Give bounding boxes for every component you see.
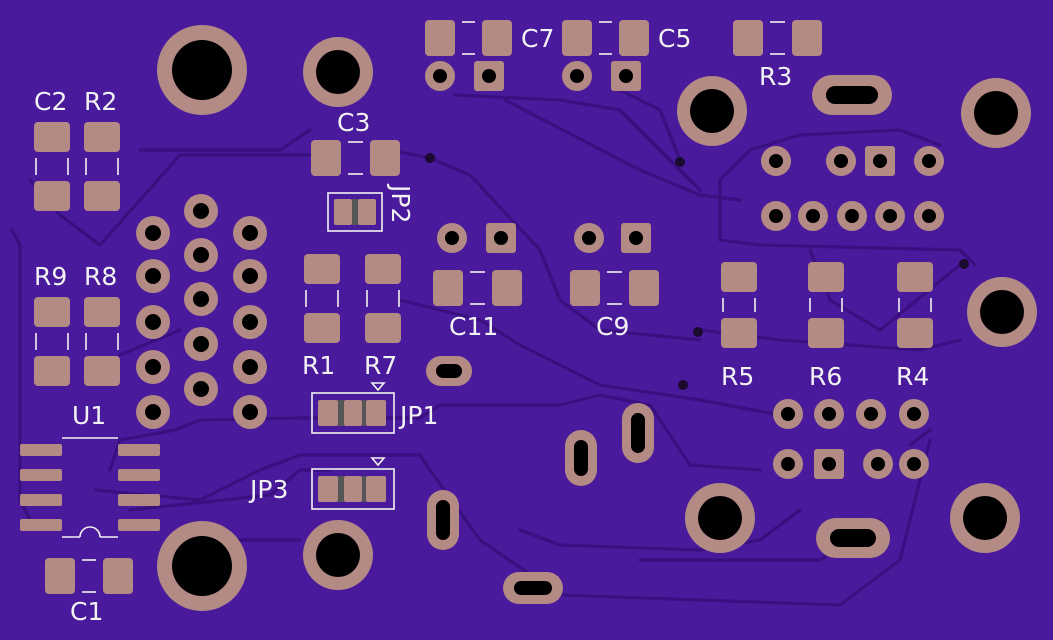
label-jp1: JP1 [398, 401, 438, 430]
label-jp2: JP2 [386, 183, 415, 223]
smd-pads [20, 20, 933, 594]
solder-jumper-jp2 [327, 192, 383, 232]
label-r7: R7 [364, 351, 397, 380]
label-r2: R2 [84, 87, 117, 116]
label-r9: R9 [34, 262, 67, 291]
mounting-holes [157, 25, 1037, 611]
label-c5: C5 [658, 24, 691, 53]
label-c1: C1 [70, 597, 103, 626]
reference-labels: C2 R2 C3 JP2 C7 C5 R3 R9 R8 R1 R7 C11 C9… [34, 24, 929, 626]
label-c3: C3 [337, 108, 370, 137]
label-r1: R1 [302, 351, 335, 380]
label-r4: R4 [896, 362, 929, 391]
label-u1: U1 [72, 401, 106, 430]
label-jp3: JP3 [248, 475, 288, 504]
silkscreen-outlines [35, 21, 932, 593]
header-connector-top-right [761, 146, 944, 231]
label-r3: R3 [759, 62, 792, 91]
solder-jumper-jp3 [311, 457, 395, 510]
label-r6: R6 [809, 362, 842, 391]
slot-pads [426, 75, 892, 604]
header-connector-left [136, 194, 267, 429]
label-c9: C9 [596, 312, 629, 341]
label-c2: C2 [34, 87, 67, 116]
label-c7: C7 [521, 24, 554, 53]
solder-jumper-jp1 [311, 382, 395, 434]
capacitor-th-pads [425, 61, 651, 253]
label-r8: R8 [84, 262, 117, 291]
vias [425, 153, 969, 390]
label-c11: C11 [449, 312, 498, 341]
header-connector-bottom-right [773, 399, 929, 479]
label-r5: R5 [721, 362, 754, 391]
